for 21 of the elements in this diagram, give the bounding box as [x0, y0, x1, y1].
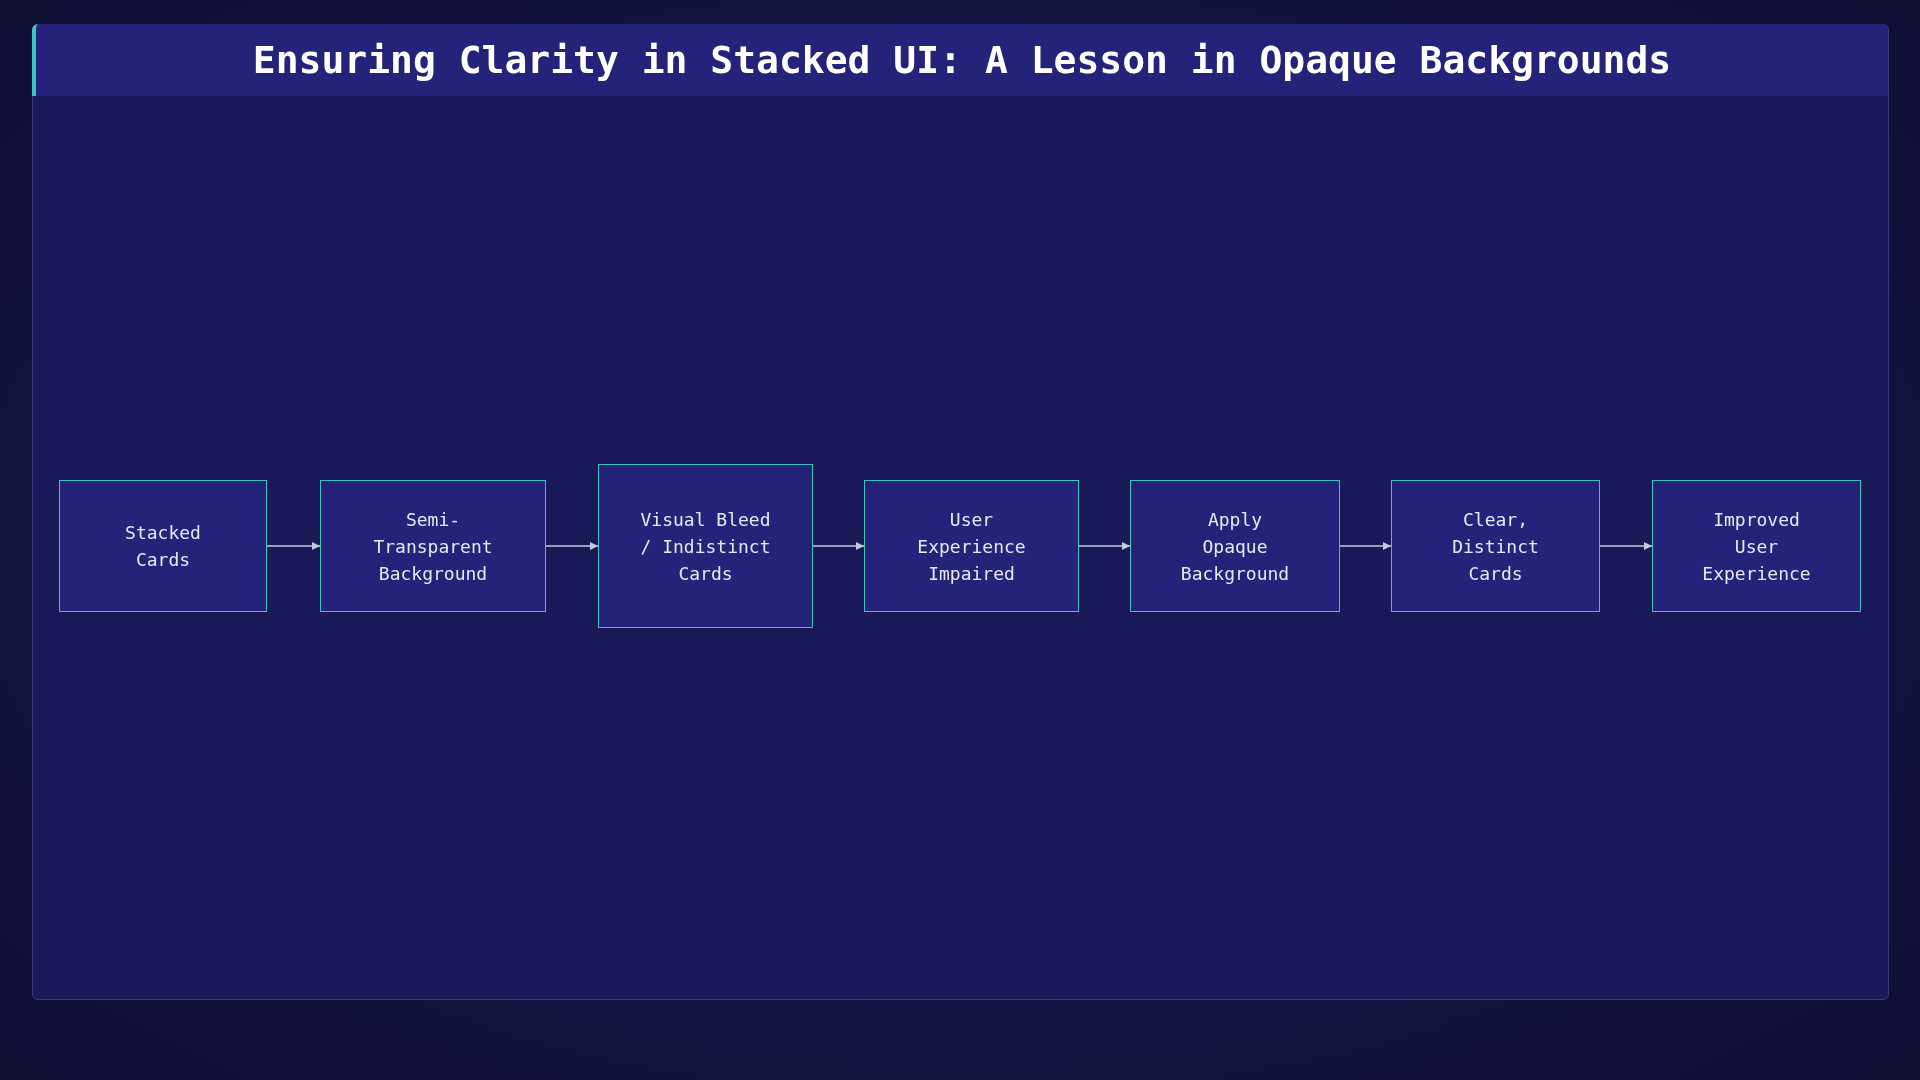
arrow [266, 542, 321, 550]
process-box [59, 480, 267, 612]
box-label: Clear, Distinct Cards [1451, 507, 1540, 586]
process-box [598, 464, 813, 628]
arrow [812, 542, 865, 550]
process-box [1391, 480, 1600, 612]
box-label: Apply Opaque Background [1179, 507, 1291, 586]
box-label: User Experience Impaired [916, 507, 1027, 586]
arrow [545, 542, 599, 550]
box-label: Improved User Experience [1701, 507, 1812, 586]
box-label: Semi-Transparent Background [372, 507, 494, 586]
process-box [864, 480, 1079, 612]
process-box [1130, 480, 1340, 612]
arrow [1078, 542, 1131, 550]
arrow [1599, 542, 1653, 550]
arrow [1339, 542, 1392, 550]
box-label: Stacked Cards [124, 521, 202, 572]
process-box [320, 480, 546, 612]
process-box [1652, 480, 1861, 612]
box-label: Visual Bleed / Indistinct Cards [639, 507, 772, 586]
title: Ensuring Clarity in Stacked UI: A Lesson in Opaque Backgrounds [251, 37, 1673, 84]
